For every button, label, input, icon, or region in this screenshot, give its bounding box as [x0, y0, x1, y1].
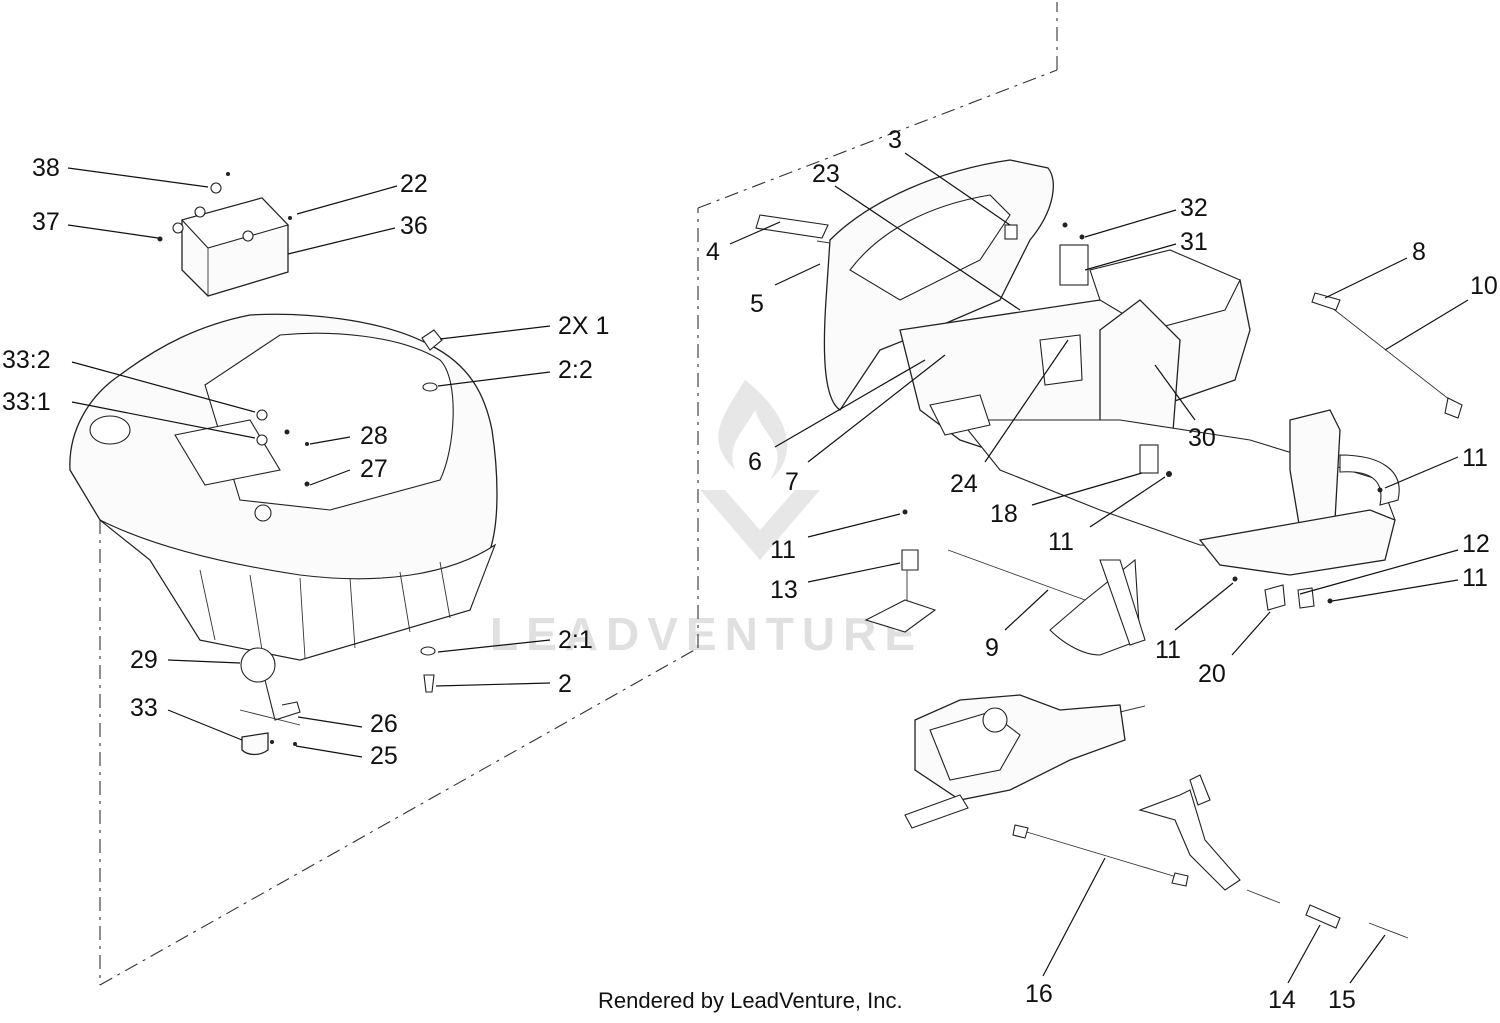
callout-9: 9 — [985, 589, 1049, 662]
callout-6: 6 — [748, 359, 926, 476]
callout-22: 22 — [296, 170, 428, 215]
callout-label: 22 — [400, 170, 428, 198]
callout-label: 3 — [888, 126, 902, 154]
callout-label: 25 — [370, 742, 398, 770]
callout-2-2: 2:2 — [437, 356, 593, 387]
callout-14: 14 — [1268, 924, 1321, 1014]
callout-11d: 11 — [1331, 564, 1488, 602]
flame-logo-icon — [700, 380, 820, 560]
callout-label: 7 — [785, 468, 799, 496]
callout-10: 10 — [1384, 272, 1498, 351]
callout-label: 28 — [360, 422, 388, 450]
callout-37: 37 — [32, 208, 159, 239]
callout-23: 23 — [812, 160, 1021, 311]
callout-32: 32 — [1084, 194, 1208, 238]
callout-label: 30 — [1188, 424, 1216, 452]
callout-label: 20 — [1198, 660, 1226, 688]
callout-label: 2:1 — [558, 626, 593, 654]
callout-29: 29 — [130, 646, 241, 674]
callout-label: 11 — [770, 536, 796, 564]
lower-controls — [1012, 774, 1409, 939]
callout-3: 3 — [888, 126, 1011, 226]
callout-label: 11 — [1462, 444, 1488, 472]
callout-label: 11 — [1155, 636, 1181, 664]
callout-label: 18 — [990, 500, 1018, 528]
callout-11b: 11 — [1384, 444, 1488, 489]
callout-label: 2X 1 — [558, 312, 609, 340]
callout-26: 26 — [297, 710, 398, 738]
callout-label: 4 — [706, 238, 720, 266]
callout-label: 16 — [1025, 980, 1053, 1008]
callout-5: 5 — [750, 263, 821, 318]
callout-7: 7 — [785, 354, 946, 496]
watermark: LEADVENTURE — [490, 380, 923, 660]
callout-label: 29 — [130, 646, 158, 674]
callout-label: 14 — [1268, 986, 1296, 1014]
callout-label: 33 — [130, 694, 158, 722]
callout-label: 32 — [1180, 194, 1208, 222]
callout-label: 11 — [1462, 564, 1488, 592]
callout-label: 9 — [985, 634, 999, 662]
callout-label: 33:2 — [2, 346, 51, 374]
callout-label: 37 — [32, 208, 60, 236]
callout-label: 33:1 — [2, 388, 51, 416]
callout-11a: 11 — [1048, 476, 1166, 556]
callout-label: 11 — [1048, 528, 1074, 556]
callout-38: 38 — [32, 154, 209, 188]
callout-36: 36 — [287, 212, 428, 255]
callouts: 38 22 37 36 2X 1 2:2 33:2 33:1 28 27 2:1… — [2, 126, 1498, 1014]
callout-label: 5 — [750, 290, 764, 318]
callout-25: 25 — [295, 742, 398, 770]
callout-33: 33 — [130, 694, 243, 741]
callout-label: 8 — [1412, 238, 1426, 266]
callout-15: 15 — [1328, 934, 1386, 1014]
callout-2: 2 — [435, 670, 572, 698]
callout-33-2: 33:2 — [2, 346, 256, 413]
callout-label: 10 — [1470, 272, 1498, 300]
callout-label: 38 — [32, 154, 60, 182]
callout-8: 8 — [1324, 238, 1426, 299]
reference-lines — [99, 2, 1058, 986]
chassis-frame — [823, 159, 1400, 576]
render-credit: Rendered by LeadVenture, Inc. — [598, 988, 903, 1013]
callout-16: 16 — [1025, 857, 1106, 1008]
callout-24: 24 — [950, 339, 1069, 498]
callout-30: 30 — [1154, 364, 1216, 452]
watermark-text: LEADVENTURE — [490, 608, 923, 660]
callout-2x1: 2X 1 — [439, 312, 609, 340]
callout-11c: 11 — [770, 513, 901, 564]
hood-body — [69, 313, 498, 661]
callout-label: 6 — [748, 448, 762, 476]
callout-18: 18 — [990, 472, 1143, 528]
callout-label: 31 — [1180, 228, 1208, 256]
callout-28: 28 — [309, 422, 388, 450]
callout-31: 31 — [1084, 228, 1208, 271]
callout-label: 26 — [370, 710, 398, 738]
callout-20: 20 — [1198, 611, 1271, 688]
callout-12: 12 — [1299, 530, 1490, 595]
callout-27: 27 — [309, 455, 388, 486]
callout-label: 15 — [1328, 986, 1356, 1014]
callout-2-1: 2:1 — [437, 626, 593, 654]
callout-13: 13 — [770, 562, 901, 604]
callout-label: 27 — [360, 455, 388, 483]
callout-label: 23 — [812, 160, 840, 188]
transaxle — [904, 694, 1146, 829]
left-hardware — [239, 329, 443, 756]
callout-label: 2 — [558, 670, 572, 698]
callout-label: 13 — [770, 576, 798, 604]
callout-label: 24 — [950, 470, 978, 498]
right-hardware — [755, 214, 1463, 656]
callout-label: 36 — [400, 212, 428, 240]
callout-label: 12 — [1462, 530, 1490, 558]
callout-11e: 11 — [1155, 582, 1234, 664]
callout-4: 4 — [706, 221, 781, 266]
callout-label: 2:2 — [558, 356, 593, 384]
callout-33-1: 33:1 — [2, 388, 256, 439]
battery — [157, 172, 292, 297]
